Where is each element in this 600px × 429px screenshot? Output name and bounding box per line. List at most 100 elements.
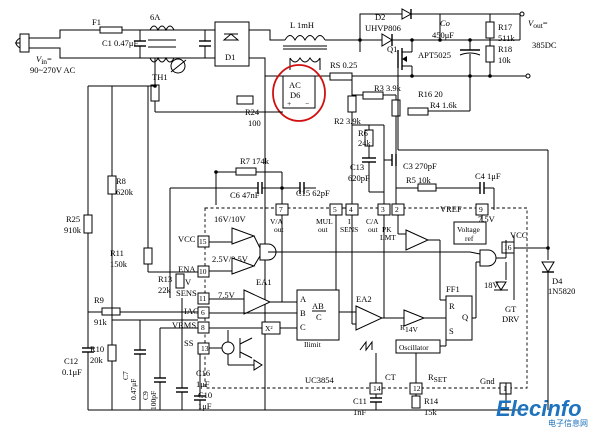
bridge-rectifier-d1 — [214, 21, 250, 67]
vref-label: VREF — [440, 204, 462, 214]
vout-sub: out — [533, 21, 544, 30]
r16-label: R16 20 — [418, 89, 443, 99]
r24-label: R24 — [245, 107, 260, 117]
vref-box-2: ref — [465, 234, 474, 243]
ff-q: Q — [462, 312, 468, 322]
pin-5: 5 — [333, 205, 337, 214]
c11-value: 1nF — [353, 407, 367, 417]
r9-label: R9 — [94, 295, 104, 305]
co-value: 450μF — [432, 30, 454, 40]
r17-value: 511k — [498, 33, 515, 43]
elecinfo-watermark: Elecinfo 电子信息网 — [496, 396, 588, 428]
r14v-sub: 14V — [405, 325, 419, 334]
r7-label: R7 174k — [240, 156, 270, 166]
left-pins: 15 10 11 6 8 13 16V/10V VCC 2.5V/2.5V EN… — [172, 214, 249, 355]
isens-2: SENS — [340, 225, 358, 234]
acd6-line1: AC — [289, 80, 301, 90]
ena-threshold: 2.5V/2.5V — [212, 254, 249, 264]
ea2-label: EA2 — [356, 294, 372, 304]
c13-value: 620pF — [348, 173, 370, 183]
q1-label: Q1 — [387, 44, 397, 54]
uvlo-comparator — [231, 227, 256, 245]
vout-eq: = — [543, 18, 548, 28]
r10-label: R10 — [90, 344, 104, 354]
ea1-amplifier — [243, 289, 272, 315]
c7-value: 0.47μF — [129, 379, 138, 400]
c15-label: C15 62pF — [296, 188, 330, 198]
ea1-label: EA1 — [256, 277, 272, 287]
peak-limit-comparator — [405, 229, 430, 251]
mult-c-div: C — [316, 312, 322, 322]
co-label: Co — [440, 18, 450, 28]
sawtooth-icon — [359, 340, 373, 352]
svg-text:Vin=: Vin= — [36, 54, 52, 66]
ss-current-source-icon — [221, 341, 235, 355]
pklmt-2: LMT — [380, 233, 396, 242]
voltage-ref-block — [453, 221, 487, 245]
r8-label: R8 — [116, 176, 126, 186]
c16-label: C16 — [196, 368, 210, 378]
mul-out-1: MUL — [316, 217, 333, 226]
current-sense-network: R2 3.9k R3 3.9k R16 20 R4 1.6k R6 24k C1… — [334, 76, 501, 210]
r5-resistor — [417, 183, 437, 192]
vcc-threshold: 16V/10V — [214, 214, 247, 224]
vcc-right-label: VCC — [510, 230, 528, 240]
c10-label: C10 — [198, 390, 212, 400]
l1-label: L 1mH — [290, 20, 314, 30]
acd6-minus: − — [305, 99, 309, 108]
power-stage: Vin= 90~270V AC F1 6A C1 0.47μF TH1 — [15, 8, 557, 405]
boost-diode-d2 — [381, 33, 393, 47]
c4-label: C4 1μF — [475, 171, 501, 181]
r13-label: R13 — [158, 274, 172, 284]
ilimit-label: Ilimit — [304, 340, 322, 349]
pin-16: 16 — [504, 243, 512, 252]
r17-label: R17 — [498, 22, 512, 32]
pin-10: 10 — [199, 267, 207, 276]
ea2-amplifier — [355, 305, 384, 331]
fuse-rating: 6A — [150, 12, 161, 22]
r25-label: R25 — [66, 214, 80, 224]
r25-value: 910k — [64, 225, 82, 235]
c12-value: 0.1μF — [62, 367, 82, 377]
r11-label: R11 — [110, 248, 124, 258]
pin-11: 11 — [199, 294, 206, 303]
acd6-line2: D6 — [290, 90, 300, 100]
c3-label: C3 270pF — [403, 161, 437, 171]
pin-4: 4 — [349, 205, 353, 214]
r10-value: 20k — [90, 355, 104, 365]
pin-14: 14 — [373, 384, 381, 393]
ena-pin-label: ENA — [178, 264, 196, 274]
r18-resistor — [485, 45, 495, 63]
c9-label: C9 — [141, 391, 150, 400]
pin-12: 12 — [413, 384, 421, 393]
r11-value: 150k — [110, 259, 128, 269]
x2-label: X² — [265, 324, 273, 333]
isens-1: I — [348, 217, 351, 226]
gate-drive-path: D4 1N5820 — [397, 60, 575, 410]
highlight-circle — [272, 64, 326, 122]
and-gate — [259, 243, 277, 261]
r17-resistor — [485, 21, 495, 39]
rs-sense-resistor — [329, 72, 353, 81]
pin-6: 6 — [201, 308, 205, 317]
mul-out-2: out — [318, 225, 329, 234]
r14-label: R14 — [424, 396, 439, 406]
va-out-1: V/A — [270, 217, 284, 226]
svg-text:R14V: R14V — [400, 323, 419, 334]
r16-resistor — [391, 99, 401, 117]
drv-label: DRV — [502, 314, 520, 324]
vin-sub: in — [41, 57, 47, 66]
r4-label: R4 1.6k — [430, 100, 458, 110]
r18-value: 10k — [498, 55, 512, 65]
d1-label: D1 — [225, 52, 235, 62]
r10-resistor — [107, 344, 117, 362]
iac-label: IAC — [184, 306, 199, 316]
f1-label: F1 — [92, 17, 101, 27]
multiplier-block — [296, 289, 340, 341]
c9-value: 100pF — [149, 391, 158, 410]
vcc-pin-label: VCC — [178, 234, 196, 244]
gt-label: GT — [505, 304, 517, 314]
ic-label: UC3854 — [305, 375, 335, 385]
input-sense-divider: R25 910k R9 91k C12 0.1μF R8 620k R10 20… — [62, 86, 528, 411]
r25-resistor — [83, 214, 93, 234]
